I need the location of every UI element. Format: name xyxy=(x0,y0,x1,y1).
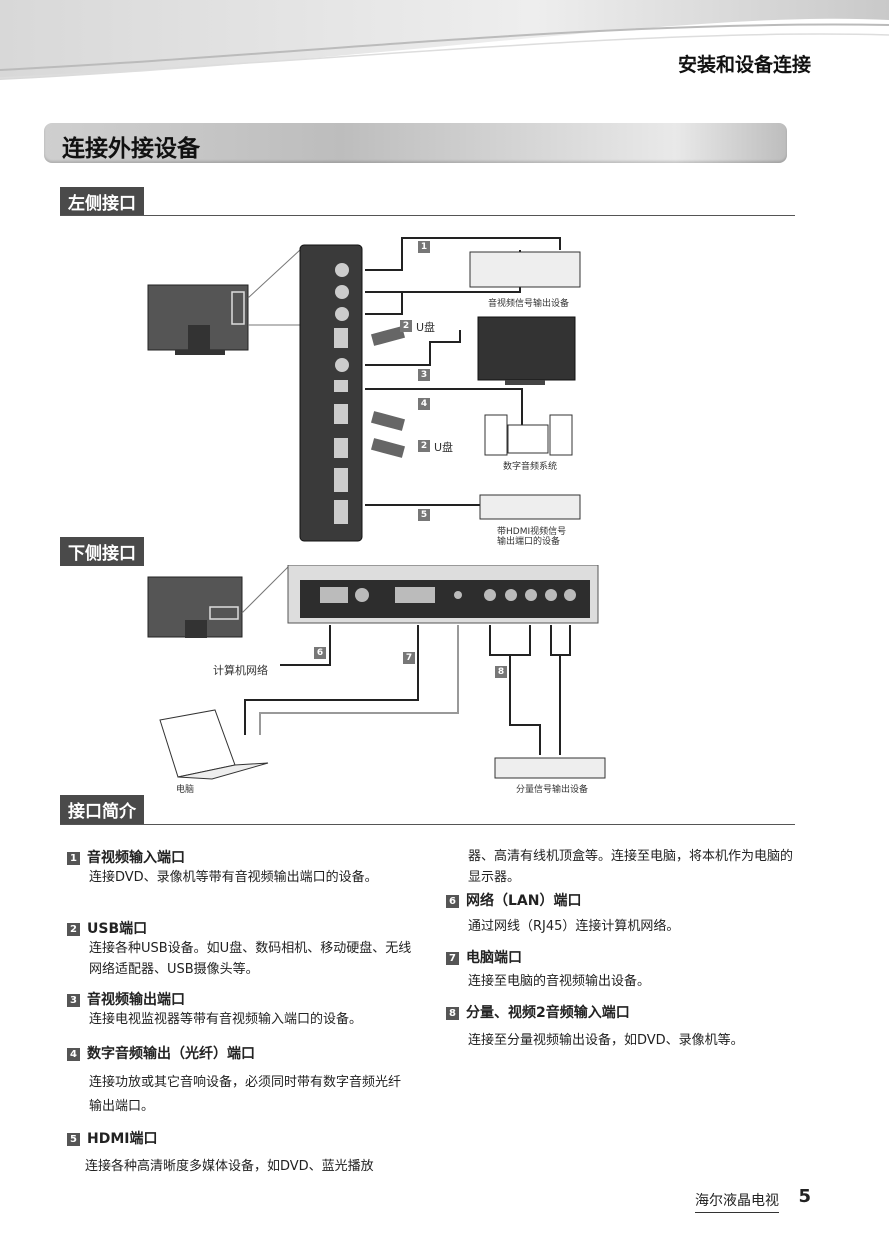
speaker-left-icon xyxy=(484,414,508,456)
component-device-icon xyxy=(494,757,606,779)
intro-item-2: 2 USB端口 连接各种USB设备。如U盘、数码相机、移动硬盘、无线网络适配器、U… xyxy=(67,918,412,980)
item-desc: 连接功放或其它音响设备，必须同时带有数字音频光纤输出端口。 xyxy=(89,1075,402,1114)
usb-label-1: U盘 xyxy=(416,321,436,334)
left-num-1: 1 xyxy=(418,241,430,253)
item-desc: 连接各种高清晰度多媒体设备，如DVD、蓝光播放 xyxy=(85,1159,374,1174)
bottom-num-7: 7 xyxy=(403,652,415,664)
hdmi-device-label-2: 输出端口的设备 xyxy=(497,537,561,547)
bottom-num-8: 8 xyxy=(495,666,507,678)
monitor-icon xyxy=(477,316,576,381)
item-desc: 连接至分量视频输出设备，如DVD、录像机等。 xyxy=(468,1033,744,1048)
network-label: 计算机网络 xyxy=(213,664,268,677)
item-num: 2 xyxy=(67,923,80,936)
item-num: 3 xyxy=(67,994,80,1007)
left-ports-diagram xyxy=(147,237,581,542)
left-num-5: 5 xyxy=(418,509,430,521)
item-title: 网络（LAN）端口 xyxy=(466,893,582,909)
left-ports-rule xyxy=(60,215,795,216)
item-desc: 通过网线（RJ45）连接计算机网络。 xyxy=(468,919,680,934)
item-desc: 连接DVD、录像机等带有音视频输出端口的设备。 xyxy=(89,870,378,885)
item-title: 分量、视频2音频输入端口 xyxy=(466,1005,630,1021)
section-title: 连接外接设备 xyxy=(62,136,200,162)
item-title: 数字音频输出（光纤）端口 xyxy=(87,1046,255,1062)
digital-audio-label: 数字音频系统 xyxy=(503,462,558,472)
item-title: 电脑端口 xyxy=(466,950,522,966)
intro-item-4: 4 数字音频输出（光纤）端口 连接功放或其它音响设备，必须同时带有数字音频光纤输出… xyxy=(67,1043,412,1119)
item-title: USB端口 xyxy=(87,921,148,937)
item-title: HDMI端口 xyxy=(87,1131,158,1147)
speaker-right-icon xyxy=(549,414,573,456)
hdmi-device-icon xyxy=(479,494,581,520)
bottom-num-6: 6 xyxy=(314,647,326,659)
item-desc: 连接电视监视器等带有音视频输入端口的设备。 xyxy=(89,1012,363,1027)
chapter-title: 安装和设备连接 xyxy=(677,54,811,76)
intro-item-5-cont: 器、高清有线机顶盒等。连接至电脑，将本机作为电脑的显示器。 xyxy=(468,849,794,885)
av-device-label: 音视频信号输出设备 xyxy=(488,299,570,309)
left-ports-tag: 左侧接口 xyxy=(60,187,144,216)
item-num: 7 xyxy=(446,952,459,965)
intro-tag: 接口简介 xyxy=(60,795,144,824)
intro-item-7: 7 电脑端口 连接至电脑的音视频输出设备。 xyxy=(446,947,791,992)
left-num-2b: 2 xyxy=(418,440,430,452)
item-num: 4 xyxy=(67,1048,80,1061)
intro-rule xyxy=(60,824,795,825)
bottom-ports-diagram xyxy=(147,565,606,780)
item-num: 1 xyxy=(67,852,80,865)
footer-brand: 海尔液晶电视 xyxy=(695,1190,779,1213)
item-num: 5 xyxy=(67,1133,80,1146)
intro-item-3: 3 音视频输出端口 连接电视监视器等带有音视频输入端口的设备。 xyxy=(67,989,412,1030)
side-port-panel xyxy=(299,244,363,542)
pc-label: 电脑 xyxy=(176,785,195,795)
intro-item-8: 8 分量、视频2音频输入端口 连接至分量视频输出设备，如DVD、录像机等。 xyxy=(446,1002,791,1051)
item-num: 8 xyxy=(446,1007,459,1020)
left-num-2a: 2 xyxy=(400,320,412,332)
component-device-label: 分量信号输出设备 xyxy=(516,785,589,795)
usb-label-2: U盘 xyxy=(434,441,454,454)
section-title-bar: 连接外接设备 xyxy=(44,123,787,163)
item-num: 6 xyxy=(446,895,459,908)
item-title: 音视频输入端口 xyxy=(87,850,185,866)
av-device-icon xyxy=(469,251,581,288)
intro-item-1: 1 音视频输入端口 连接DVD、录像机等带有音视频输出端口的设备。 xyxy=(67,847,412,888)
intro-item-6: 6 网络（LAN）端口 通过网线（RJ45）连接计算机网络。 xyxy=(446,890,791,937)
intro-item-5: 5 HDMI端口 连接各种高清晰度多媒体设备，如DVD、蓝光播放 xyxy=(67,1128,412,1177)
hdmi-device-label-1: 带HDMI视频信号 xyxy=(497,527,567,537)
item-title: 音视频输出端口 xyxy=(87,992,185,1008)
bottom-ports-tag: 下侧接口 xyxy=(60,537,144,566)
header-swoosh xyxy=(0,0,889,80)
left-num-4: 4 xyxy=(418,398,430,410)
item-desc: 连接各种USB设备。如U盘、数码相机、移动硬盘、无线网络适配器、USB摄像头等。 xyxy=(89,941,412,977)
left-num-3: 3 xyxy=(418,369,430,381)
item-desc: 连接至电脑的音视频输出设备。 xyxy=(468,974,651,989)
page-number: 5 xyxy=(798,1186,811,1207)
